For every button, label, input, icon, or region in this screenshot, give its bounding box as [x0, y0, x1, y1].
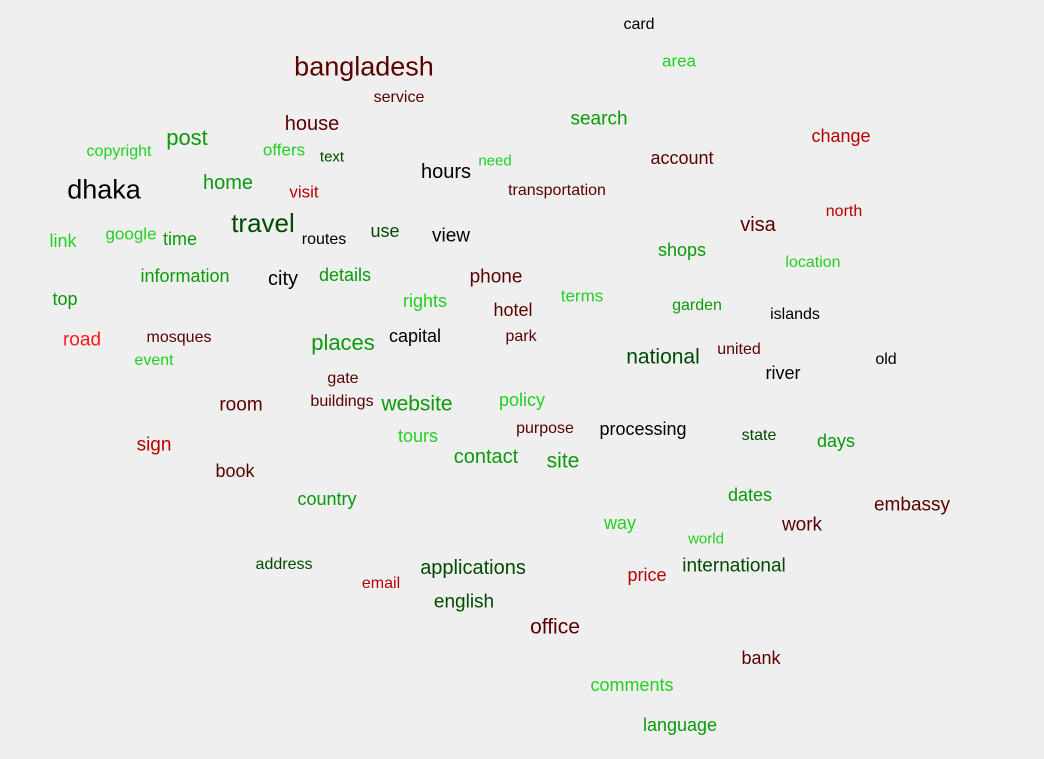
- word-days: days: [816, 431, 856, 451]
- word-link: link: [49, 231, 77, 251]
- word-park: park: [505, 328, 537, 345]
- word-national: national: [626, 345, 700, 369]
- word-english: english: [433, 591, 495, 613]
- word-routes: routes: [301, 231, 347, 248]
- word-google: google: [105, 224, 157, 244]
- word-rights: rights: [402, 291, 448, 311]
- word-international: international: [682, 555, 786, 577]
- word-search: search: [570, 108, 628, 130]
- word-islands: islands: [770, 306, 820, 323]
- word-places: places: [311, 330, 375, 355]
- word-way: way: [603, 513, 637, 533]
- word-view: view: [431, 225, 471, 247]
- word-mosques: mosques: [146, 329, 212, 346]
- word-shops: shops: [657, 240, 707, 260]
- word-account: account: [650, 148, 714, 168]
- word-dhaka: dhaka: [67, 174, 141, 205]
- word-house: house: [284, 113, 340, 135]
- word-service: service: [373, 89, 425, 106]
- word-processing: processing: [599, 419, 687, 439]
- word-state: state: [741, 427, 777, 444]
- word-dates: dates: [727, 485, 773, 505]
- word-bank: bank: [741, 648, 781, 668]
- word-hotel: hotel: [493, 300, 533, 320]
- word-garden: garden: [672, 297, 722, 314]
- word-old: old: [875, 351, 897, 368]
- word-terms: terms: [560, 286, 604, 306]
- word-river: river: [765, 363, 801, 383]
- word-purpose: purpose: [516, 420, 574, 437]
- word-buildings: buildings: [310, 393, 374, 410]
- word-time: time: [162, 229, 198, 249]
- word-gate: gate: [327, 370, 359, 387]
- word-united: united: [717, 341, 761, 358]
- word-home: home: [202, 172, 254, 194]
- word-room: room: [219, 394, 263, 416]
- word-post: post: [166, 125, 208, 150]
- word-applications: applications: [420, 557, 526, 579]
- word-sign: sign: [136, 434, 172, 456]
- word-offers: offers: [262, 140, 306, 160]
- word-language: language: [642, 715, 718, 735]
- word-top: top: [52, 289, 78, 309]
- word-contact: contact: [453, 446, 519, 468]
- word-location: location: [785, 254, 841, 271]
- word-comments: comments: [590, 675, 674, 695]
- word-country: country: [297, 489, 357, 509]
- word-price: price: [627, 565, 667, 585]
- word-road: road: [62, 329, 102, 351]
- word-city: city: [268, 268, 298, 290]
- word-address: address: [255, 556, 313, 573]
- word-hours: hours: [420, 161, 472, 183]
- word-need: need: [478, 152, 512, 170]
- word-email: email: [361, 575, 401, 592]
- word-details: details: [318, 265, 372, 285]
- word-policy: policy: [498, 390, 546, 410]
- word-transportation: transportation: [508, 182, 606, 199]
- word-world: world: [688, 530, 724, 548]
- word-event: event: [134, 352, 174, 369]
- word-bangladesh: bangladesh: [294, 51, 434, 82]
- word-office: office: [530, 615, 580, 639]
- word-visa: visa: [740, 214, 776, 236]
- word-site: site: [546, 449, 580, 473]
- word-north: north: [825, 203, 863, 220]
- word-capital: capital: [388, 326, 442, 346]
- word-work: work: [781, 514, 823, 536]
- word-embassy: embassy: [873, 494, 951, 516]
- word-phone: phone: [469, 266, 523, 288]
- word-area: area: [661, 51, 697, 71]
- word-information: information: [140, 266, 230, 286]
- word-book: book: [215, 461, 255, 481]
- word-change: change: [811, 126, 871, 146]
- word-tours: tours: [397, 426, 439, 446]
- word-text: text: [319, 148, 345, 166]
- word-website: website: [381, 392, 453, 416]
- word-visit: visit: [289, 182, 319, 202]
- word-copyright: copyright: [86, 143, 152, 160]
- word-use: use: [370, 221, 400, 241]
- word-travel: travel: [231, 208, 295, 238]
- word-card: card: [623, 16, 655, 33]
